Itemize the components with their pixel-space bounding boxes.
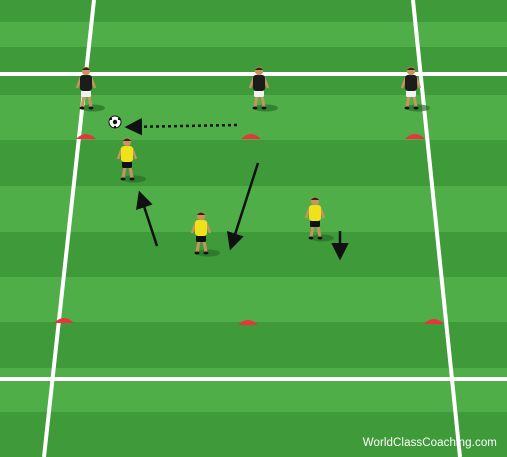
cone-top-center (241, 134, 261, 139)
grass-stripe (0, 232, 507, 277)
cone-bottom-right (424, 319, 444, 324)
soccer-ball-icon (108, 115, 122, 129)
player-defender-on-ball (116, 137, 146, 183)
right-sideline (411, 0, 462, 457)
grass-stripe (0, 368, 507, 412)
grass-stripe (0, 322, 507, 368)
grass-stripe (0, 0, 507, 22)
cone-top-right (405, 134, 425, 139)
cone-bottom-left (54, 318, 74, 323)
run-arrow-left (136, 190, 159, 247)
grass-stripe (0, 186, 507, 232)
run-arrow-center (226, 162, 260, 251)
player-attacker-left (75, 66, 105, 112)
player-defender-middle (190, 211, 220, 257)
cone-bottom-center (238, 320, 258, 325)
grass-stripe (0, 95, 507, 140)
players (75, 66, 430, 257)
cones (54, 134, 444, 325)
grass-stripe (0, 277, 507, 322)
player-attacker-right (400, 66, 430, 112)
player-defender-right (304, 196, 334, 242)
player-attacker-center (248, 66, 278, 112)
pass-arrow (124, 117, 238, 136)
movement-arrows (124, 117, 349, 261)
cone-top-left (76, 134, 96, 139)
grass-stripe (0, 412, 507, 457)
watermark-text: WorldClassCoaching.com (362, 437, 497, 449)
grass-stripe (0, 22, 507, 47)
